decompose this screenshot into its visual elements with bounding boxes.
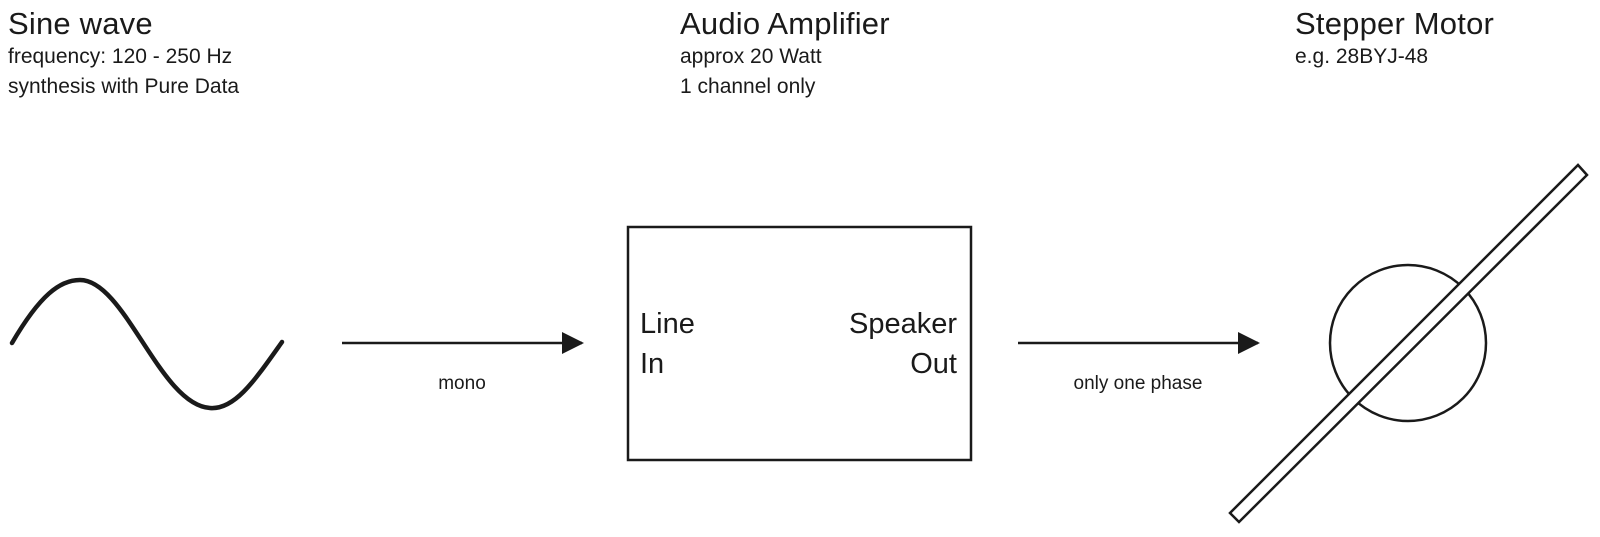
sine-wave-icon (9, 277, 285, 411)
amplifier-header: Audio Amplifier approx 20 Watt 1 channel… (680, 6, 890, 102)
speaker-out-label-line1: Speaker (849, 308, 957, 340)
amplifier-box (626, 225, 973, 462)
amplifier-channels: 1 channel only (680, 74, 816, 98)
sine-wave-frequency: frequency: 120 - 250 Hz (8, 44, 233, 68)
stepper-motor-icon (1228, 163, 1589, 524)
motor-header: Stepper Motor e.g. 28BYJ-48 (1295, 6, 1494, 72)
motor-model: e.g. 28BYJ-48 (1295, 44, 1429, 68)
line-in-label-line2: In (640, 348, 664, 380)
connection-label-one-phase: only one phase (1074, 373, 1203, 394)
sine-wave-title: Sine wave (8, 6, 153, 41)
amplifier-title: Audio Amplifier (680, 6, 890, 41)
connection-label-mono: mono (438, 373, 486, 394)
motor-title: Stepper Motor (1295, 6, 1495, 41)
sine-wave-header: Sine wave frequency: 120 - 250 Hz synthe… (8, 6, 239, 102)
line-in-label-line1: Line (640, 308, 695, 340)
speaker-out-label-line2: Out (910, 348, 957, 380)
amplifier-power: approx 20 Watt (680, 44, 822, 68)
sine-wave-synthesis: synthesis with Pure Data (8, 74, 240, 98)
